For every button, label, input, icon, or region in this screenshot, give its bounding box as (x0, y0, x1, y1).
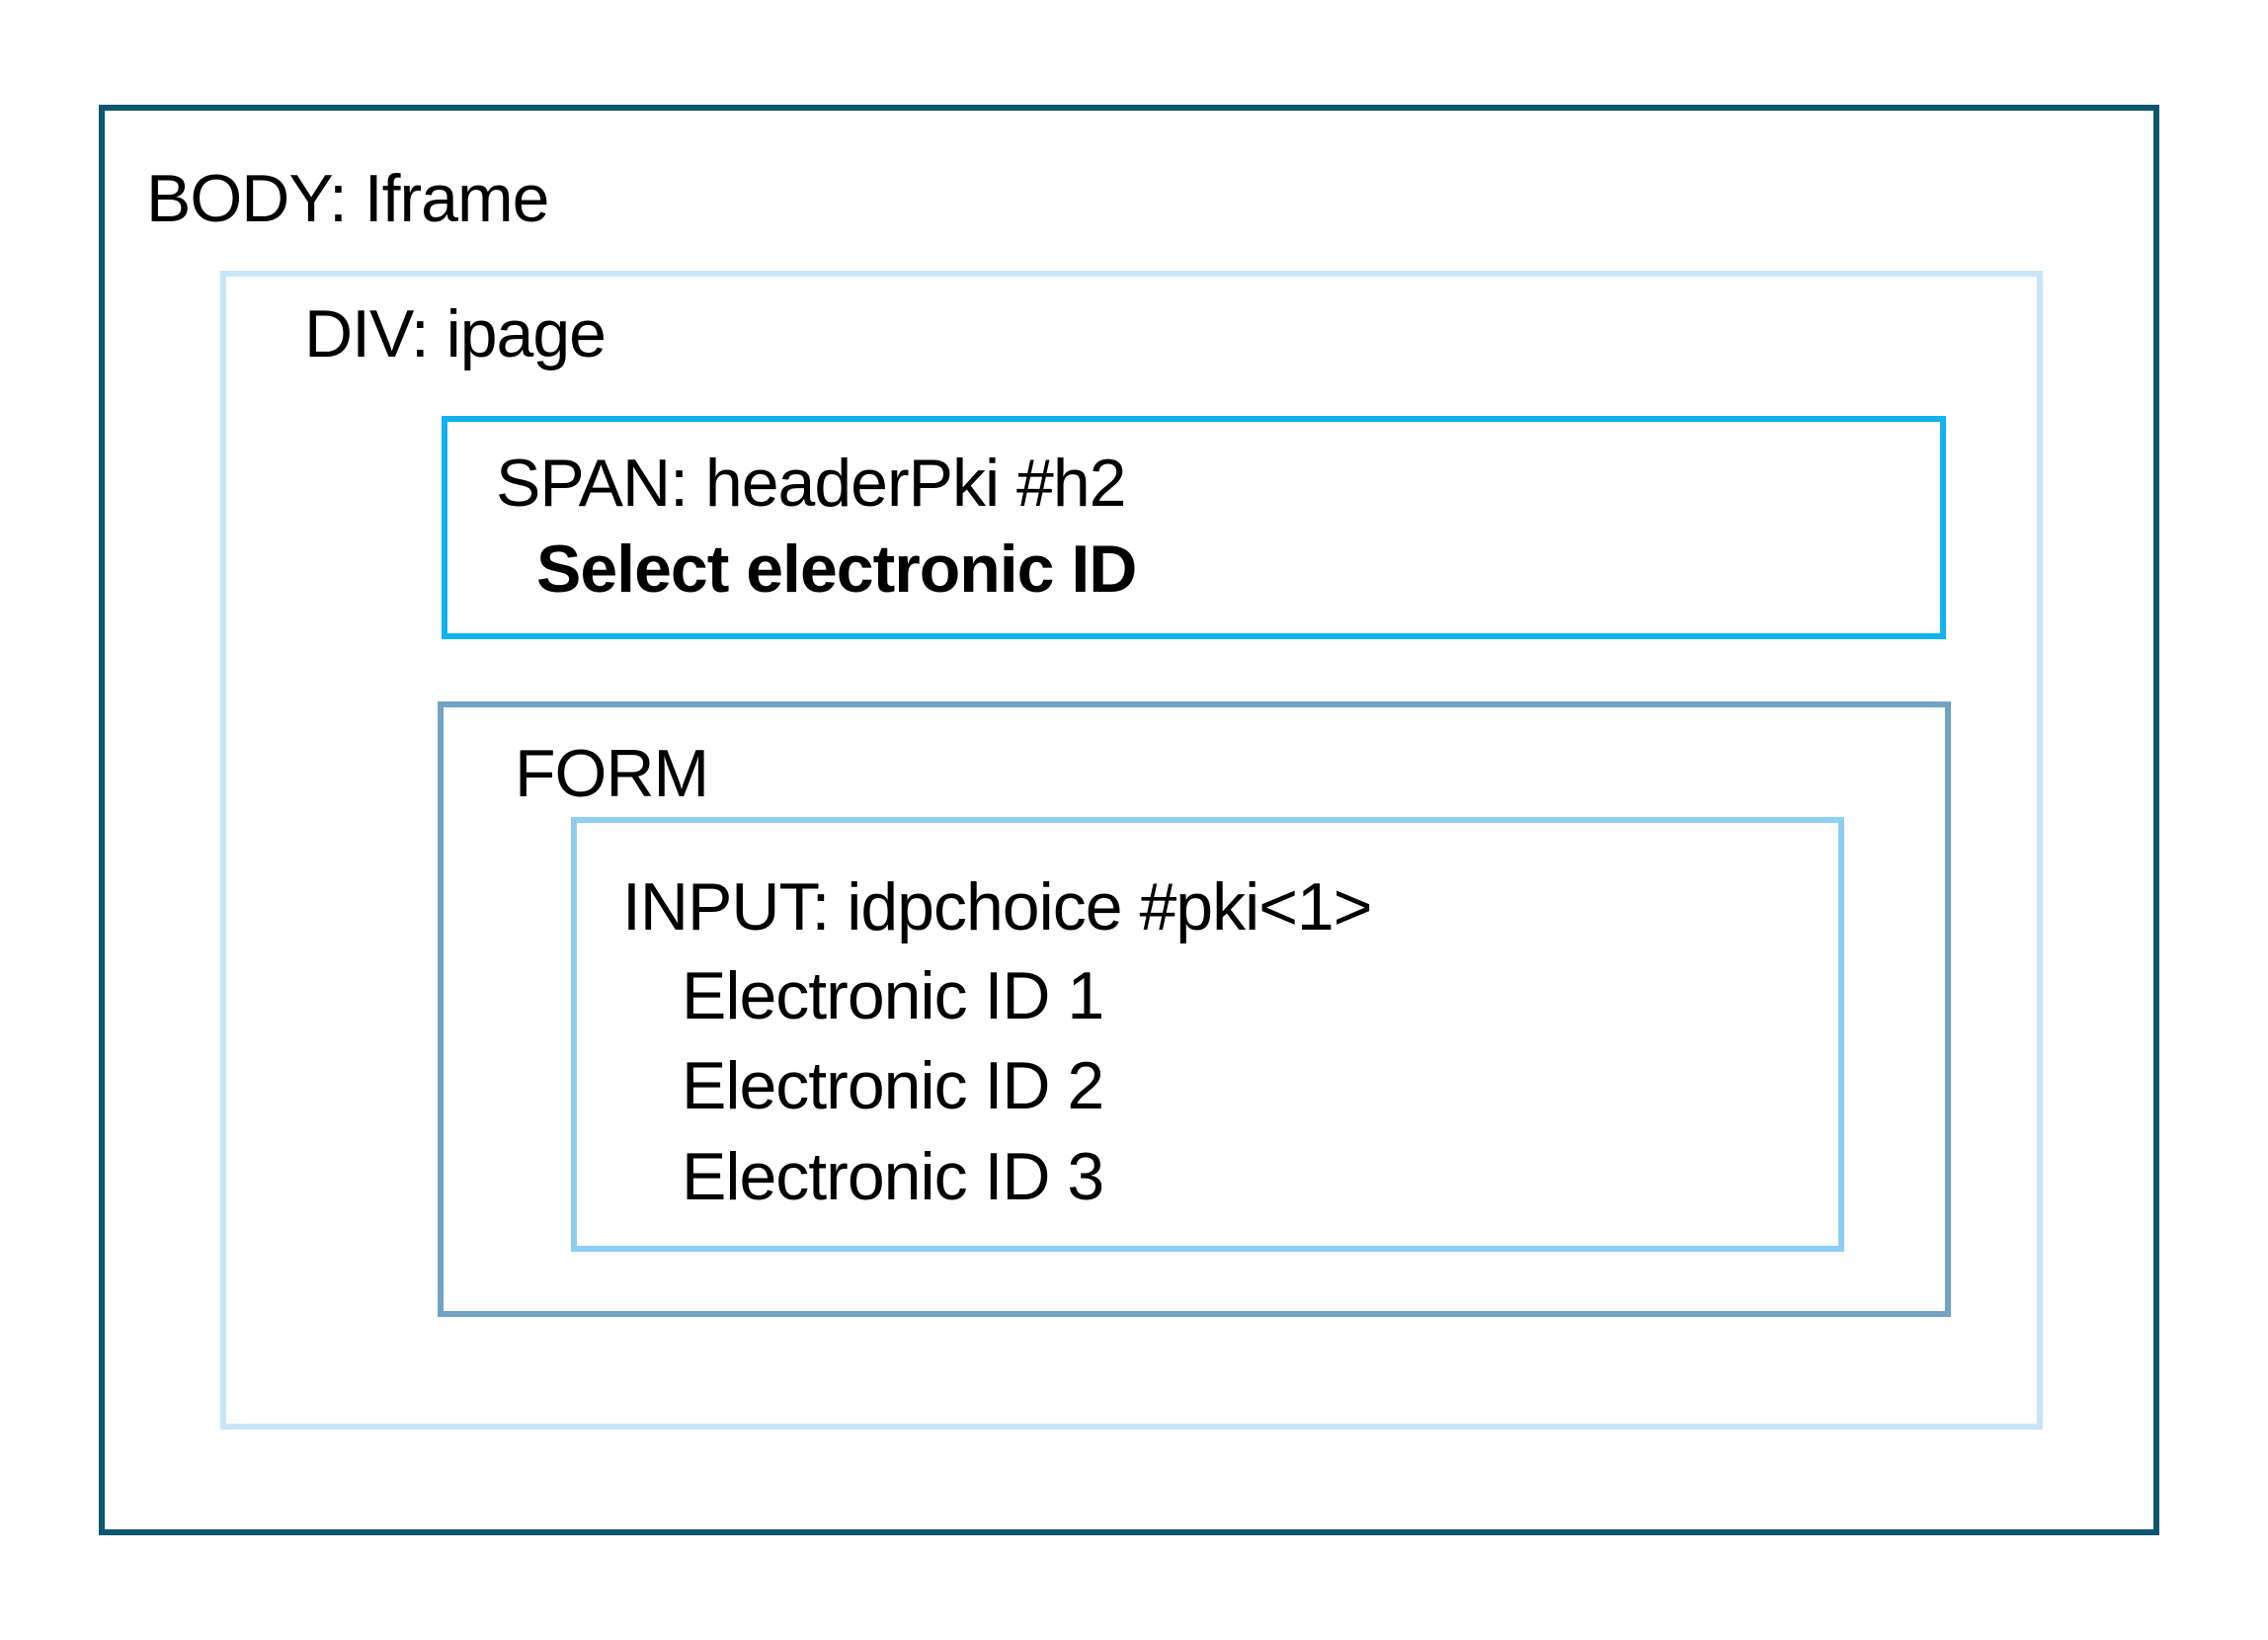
body-iframe-box (99, 105, 2159, 1535)
ipage-div-label: DIV: ipage (304, 296, 607, 371)
form-box (438, 701, 1951, 1317)
form-label: FORM (515, 736, 709, 811)
electronic-id-option: Electronic ID 2 (682, 1048, 1104, 1123)
ipage-div-box (220, 271, 2043, 1430)
headerpki-span-label: SPAN: headerPki #h2 (496, 446, 1126, 521)
electronic-id-option: Electronic ID 1 (682, 958, 1104, 1033)
idpchoice-input-box (571, 817, 1844, 1252)
select-electronic-id-text: Select electronic ID (536, 532, 1137, 607)
body-iframe-label: BODY: Iframe (146, 161, 549, 236)
electronic-id-option: Electronic ID 3 (682, 1139, 1104, 1214)
idpchoice-input-label: INPUT: idpchoice #pki<1> (622, 869, 1372, 944)
headerpki-span-box (442, 416, 1946, 639)
